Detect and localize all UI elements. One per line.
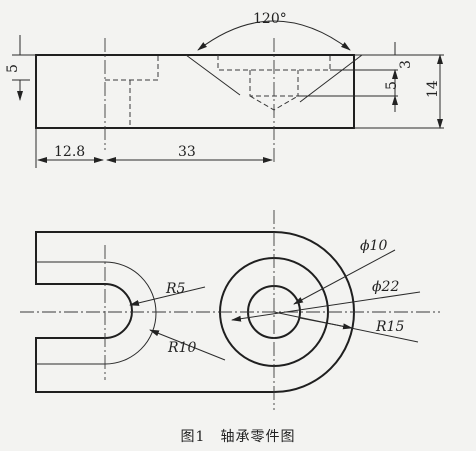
r5-label: R5 (165, 281, 186, 297)
angle-dimension-arc (197, 20, 351, 51)
front-view-cone-lines (185, 54, 363, 103)
front-view-slot-hidden (105, 55, 159, 128)
depth-b-label: 5 (384, 81, 400, 90)
front-view: 120° 5 3 5 14 12.8 33 (5, 11, 444, 168)
front-view-extension-lines (298, 54, 444, 129)
top-view: R5 R10 ϕ10 ϕ22 R15 (20, 210, 440, 410)
phi22-label: ϕ22 (372, 279, 399, 295)
total-height-label: 14 (425, 80, 441, 98)
r10-label: R10 (167, 340, 196, 356)
angle-label: 120° (253, 11, 287, 27)
left-height-label: 5 (5, 64, 21, 73)
center-distance-label: 33 (178, 144, 196, 160)
offset-label: 12.8 (54, 144, 85, 160)
top-view-centerlines (20, 210, 440, 410)
r5-leader (129, 286, 206, 306)
slot-outer-arc (36, 261, 157, 365)
figure-caption: 图1 轴承零件图 (180, 429, 296, 445)
front-view-outline (35, 54, 355, 129)
r10-leader (149, 329, 226, 361)
depth-a-label: 3 (398, 60, 414, 69)
left-height-extensions (12, 54, 36, 81)
r15-label: R15 (375, 319, 404, 335)
phi10-label: ϕ10 (360, 238, 387, 254)
front-view-centerlines (104, 38, 275, 165)
r15-arrow (299, 317, 353, 330)
phi10-leader (293, 249, 396, 305)
phi22-leader (231, 291, 421, 322)
